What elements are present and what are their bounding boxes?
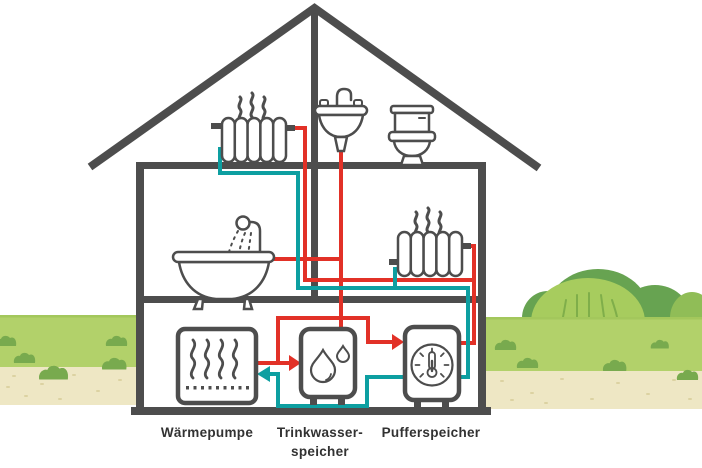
- grass-tuft-icon: [494, 339, 517, 350]
- sink-icon: [313, 87, 369, 153]
- pipe-teal-buffer-to-heatpump: [269, 372, 404, 408]
- radiator-stub: [461, 243, 471, 249]
- toilet-tank: [393, 111, 431, 134]
- tub-foot: [242, 297, 254, 311]
- grass-right-edge: [482, 317, 702, 320]
- return-pipes: [218, 147, 470, 408]
- heat-pump-label: Wärmepumpe: [161, 425, 253, 440]
- grass-tuft-icon: [101, 357, 127, 370]
- grass-tuft-icon: [105, 335, 128, 346]
- grass-tuft-icon: [13, 352, 36, 363]
- toilet-icon: [387, 104, 437, 167]
- radiator-stub: [285, 125, 295, 131]
- radiator-icon: [389, 206, 471, 278]
- buffer-tank: [402, 324, 462, 409]
- heat-waves-icon: [237, 91, 267, 123]
- grass-tuft-icon: [676, 369, 699, 380]
- outdoor-scenery: [0, 269, 702, 409]
- grass-tuft-icon: [516, 357, 539, 368]
- radiator-coils: [220, 116, 288, 164]
- right-wall: [478, 162, 486, 414]
- shower-head: [235, 215, 251, 231]
- sand-speckles: [6, 374, 692, 404]
- radiator-stub: [389, 259, 399, 265]
- tank-body: [298, 326, 358, 400]
- tank-leg: [442, 398, 449, 409]
- tub-foot: [192, 297, 205, 311]
- tub-body: [177, 260, 271, 301]
- roof: [87, 3, 542, 172]
- left-wall: [136, 162, 144, 414]
- sink-rim: [313, 104, 369, 117]
- tank-leg: [414, 398, 421, 409]
- fixtures: [171, 87, 471, 409]
- pipe-teal-radiators-return: [218, 147, 470, 379]
- ground-slab: [131, 407, 491, 415]
- buffer-storage-label: Pufferspeicher: [382, 425, 481, 440]
- drinking-water-label-line1: Trinkwasser-: [277, 425, 363, 440]
- grass-tuft-icon: [39, 365, 68, 380]
- thermometer-gauge-icon: [410, 343, 454, 387]
- drinking-water-label-line2: speicher: [291, 444, 349, 459]
- toilet-bowl: [392, 139, 432, 158]
- sand-right: [482, 371, 702, 409]
- pipes: [218, 126, 476, 408]
- heat-pump-vents: [186, 386, 249, 390]
- radiator-coils: [396, 230, 464, 278]
- heat-pump-waves: [189, 338, 239, 380]
- heat-pump-body: [175, 326, 259, 406]
- flow-arrow-icon: [392, 334, 404, 350]
- sink-bowl: [317, 113, 365, 139]
- grass-tufts: [0, 335, 699, 380]
- grass-tuft-icon: [650, 339, 669, 349]
- radiator-icon: [211, 91, 295, 164]
- water-drop-icon: [309, 343, 351, 384]
- radiator-stub: [211, 123, 222, 129]
- sink-drain: [333, 135, 349, 153]
- tub-rim: [171, 250, 276, 264]
- flow-arrow-icon: [257, 366, 270, 382]
- sand-left: [0, 367, 140, 405]
- bathtub-shower-icon: [171, 215, 276, 311]
- labels: Wärmepumpe Trinkwasser- speicher Puffers…: [161, 425, 481, 459]
- flow-arrow-icon: [289, 355, 301, 371]
- tank-leg: [310, 394, 317, 405]
- grass-tuft-icon: [602, 359, 627, 371]
- shower-pole: [245, 220, 262, 254]
- toilet-base: [399, 154, 425, 167]
- grass-tuft-icon: [0, 335, 17, 346]
- tank-leg: [338, 394, 345, 405]
- heat-pump-icon: [175, 326, 259, 406]
- grass-left-edge: [0, 315, 140, 318]
- pipe-red-to-buffer: [276, 316, 393, 363]
- toilet-seat: [387, 130, 437, 143]
- pipe-red-attic-radiator: [289, 126, 474, 282]
- bush-streaks: [562, 292, 618, 318]
- faucet: [335, 87, 353, 108]
- drinking-water-tank: [298, 326, 358, 405]
- center-wall: [311, 8, 318, 303]
